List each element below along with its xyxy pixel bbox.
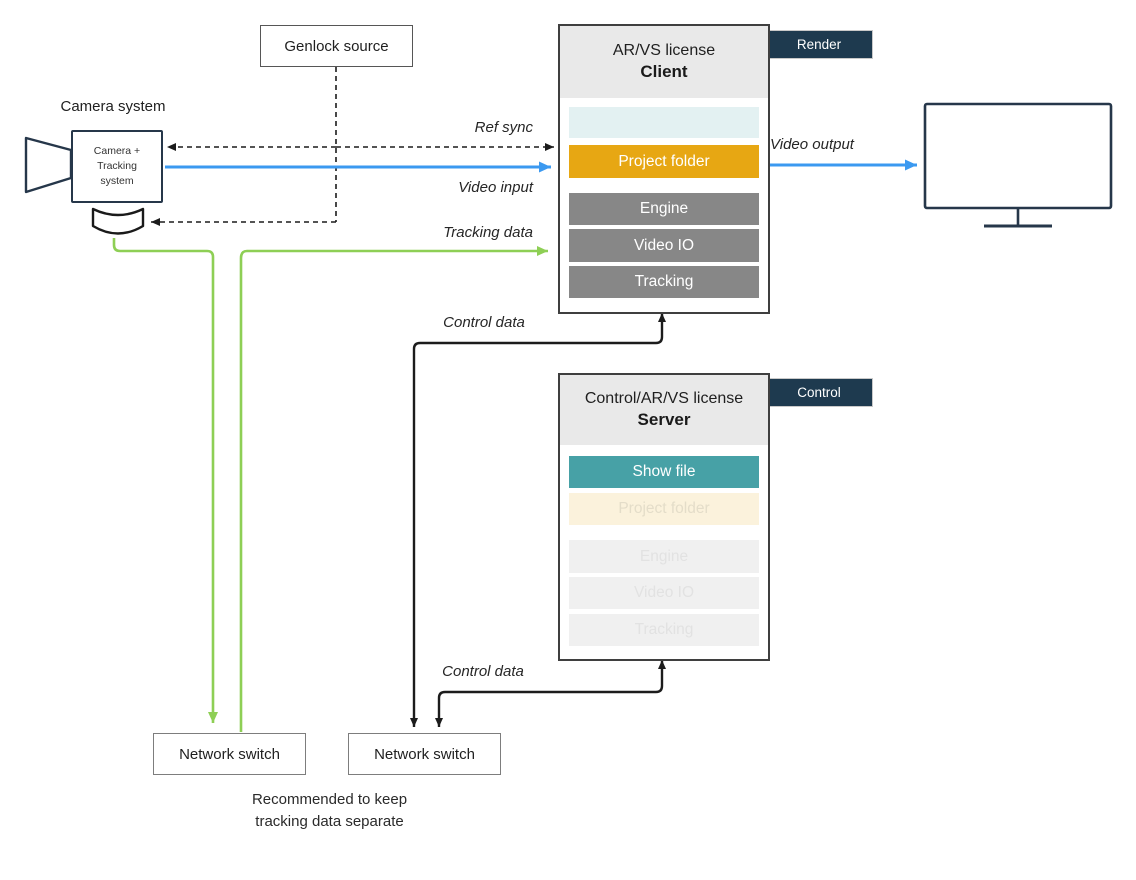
control-client-switch-arrow (410, 313, 666, 727)
camera-tracking-box: Camera + Tracking system (71, 130, 163, 203)
camera-box-text: Camera + Tracking system (94, 144, 140, 190)
client-row-tracking: Tracking (569, 266, 759, 298)
video-input-label: Video input (458, 179, 533, 196)
tracking-note: Recommended to keep tracking data separa… (217, 789, 442, 833)
client-panel: AR/VS license Client Project folder Engi… (558, 24, 770, 314)
control-network-switch-box: Network switch (348, 733, 501, 775)
server-panel-header: Control/AR/VS license Server (560, 375, 768, 445)
server-role-label: Server (637, 410, 691, 429)
camera-box-line3: system (100, 175, 134, 188)
camera-box-line1: Camera + (93, 144, 141, 157)
client-row-empty (569, 107, 759, 138)
server-row-show-file: Show file (569, 456, 759, 488)
monitor-screen (923, 102, 1113, 210)
tracking-head-shape (91, 207, 145, 235)
camera-icon (24, 136, 145, 235)
tracking-to-switch-arrow (112, 238, 218, 723)
tracking-network-switch-box: Network switch (153, 733, 306, 775)
genlock-source-label: Genlock source (284, 37, 389, 55)
tracking-network-switch-label: Network switch (179, 745, 280, 763)
server-row-tracking: Tracking (569, 614, 759, 646)
ref-sync-label: Ref sync (474, 119, 533, 136)
client-role-label: Client (640, 62, 688, 81)
tracking-data-label: Tracking data (443, 224, 533, 241)
client-row-project-folder: Project folder (569, 145, 759, 178)
client-license-label: AR/VS license (612, 42, 716, 59)
video-output-label: Video output (770, 136, 854, 153)
camera-system-label: Camera system (60, 98, 166, 115)
tracking-note-line1: Recommended to keep (251, 791, 408, 808)
render-tag: Render (766, 30, 873, 59)
server-license-label: Control/AR/VS license (584, 390, 744, 407)
tracking-to-client-arrow (239, 246, 548, 732)
server-row-video-io: Video IO (569, 577, 759, 609)
server-panel: Control/AR/VS license Server Show file P… (558, 373, 770, 661)
control-data-client-label: Control data (443, 314, 525, 331)
server-row-project-folder: Project folder (569, 493, 759, 525)
monitor-icon (923, 102, 1113, 228)
tracking-note-line2: tracking data separate (255, 812, 404, 830)
genlock-source-box: Genlock source (260, 25, 413, 67)
control-server-switch-arrow (435, 660, 666, 727)
client-row-engine: Engine (569, 193, 759, 225)
control-data-server-label: Control data (442, 663, 524, 680)
control-network-switch-label: Network switch (374, 745, 475, 763)
camera-lens-shape (24, 136, 73, 194)
server-row-engine: Engine (569, 540, 759, 573)
client-row-video-io: Video IO (569, 229, 759, 262)
control-tag: Control (766, 378, 873, 407)
client-panel-header: AR/VS license Client (560, 26, 768, 98)
camera-box-line2: Tracking (97, 159, 137, 172)
